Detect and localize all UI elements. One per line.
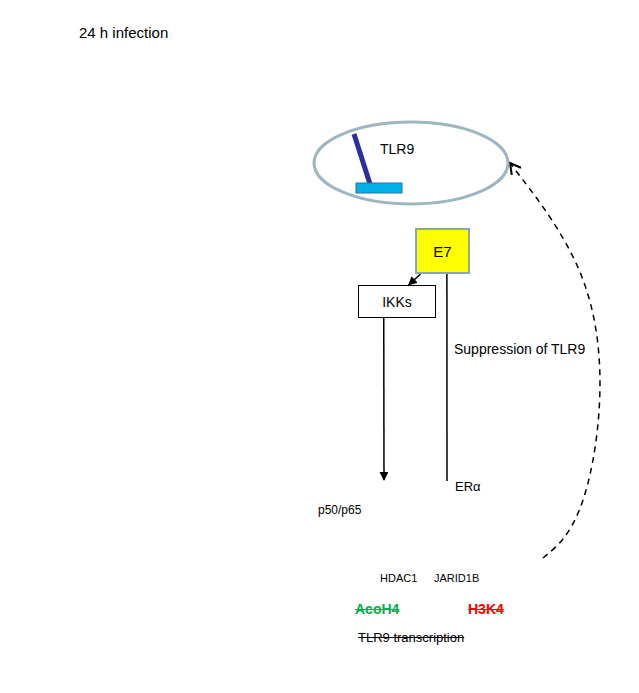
node-text: TLR9	[380, 141, 414, 157]
protein-dot	[372, 481, 384, 493]
cell-membrane-segment	[208, 469, 228, 514]
cell-membrane-segment	[244, 127, 275, 170]
protein-dot	[384, 481, 396, 493]
tlr9-domain	[356, 183, 402, 193]
cell-membrane-segment	[607, 230, 627, 275]
nucleus-text: H3K4	[468, 601, 504, 617]
cell-membrane-segment	[208, 230, 228, 275]
protein-dot	[414, 543, 426, 555]
cell-membrane-segment	[244, 574, 275, 617]
e7-box: E7	[415, 228, 470, 274]
cell-membrane-segment	[587, 175, 613, 220]
annotation-label: Suppression of TLR9	[452, 341, 587, 357]
transcription-arrowhead	[490, 549, 506, 567]
cell-membrane-segment	[561, 574, 592, 617]
cell-membrane-segment	[454, 39, 498, 66]
endosome: TLR9	[312, 120, 510, 206]
cell-membrane-segment	[561, 127, 592, 170]
cell-membrane-segment	[271, 617, 307, 657]
connector	[409, 274, 421, 285]
cell-membrane-segment	[493, 652, 534, 687]
connector	[383, 318, 385, 480]
node-text: E7	[433, 243, 451, 260]
connector	[446, 274, 448, 481]
cell-membrane-segment	[199, 350, 209, 394]
cell-membrane-segment	[200, 289, 215, 334]
nucleus: p50/p65 ERαHDAC1 JARID1B AcoH4 H3K4TLR9 tran…	[268, 428, 543, 690]
protein-dot	[426, 543, 438, 555]
cell-membrane-segment	[627, 350, 637, 394]
cell-membrane-segment	[200, 411, 215, 456]
virus-to-e7-arrow	[324, 248, 405, 266]
cell-membrane-segment	[271, 87, 307, 127]
protein-dot	[441, 543, 453, 555]
infection-arrow	[76, 75, 218, 77]
cell-membrane-segment	[415, 33, 460, 49]
infection-arrowhead	[206, 68, 219, 84]
virus-particle	[17, 12, 57, 43]
cell-membrane-segment	[587, 524, 613, 569]
cell-membrane-segment	[529, 617, 565, 657]
nucleus-text: JARID1B	[434, 572, 479, 584]
node-text: IKKs	[382, 294, 412, 310]
protein-dot	[441, 481, 453, 493]
cell-membrane-segment	[607, 469, 627, 514]
gene-promoter	[318, 540, 530, 558]
cell-membrane-segment	[302, 652, 343, 687]
nucleus-text: ERα	[455, 479, 481, 494]
cell-membrane-segment	[223, 524, 249, 569]
virus-particle	[282, 254, 322, 285]
nucleus-text: HDAC1	[380, 572, 417, 584]
cell-membrane-segment	[621, 411, 636, 456]
translocation-arrow	[388, 494, 414, 538]
nucleus-text: AcoH4	[355, 601, 399, 617]
virus-particle	[210, 112, 250, 143]
cell-membrane-segment	[493, 57, 534, 92]
cell-membrane-segment	[454, 678, 498, 693]
endosome-outline	[312, 120, 510, 206]
cell-membrane-segment	[337, 678, 381, 693]
cell-membrane-segment	[529, 87, 565, 127]
cell-membrane-segment	[302, 57, 343, 92]
cell-membrane-segment	[621, 289, 636, 334]
cell-membrane-segment	[337, 39, 381, 66]
nucleus-text: p50/p65	[318, 503, 361, 517]
virus-to-e7-arrowhead	[396, 242, 409, 255]
connector	[510, 163, 600, 558]
tlr9-receptor	[354, 134, 370, 184]
ikks-box: IKKs	[358, 285, 436, 318]
cell-membrane-segment	[376, 33, 421, 49]
nucleus-outline	[268, 428, 543, 690]
annotation-label: 24 h infection	[77, 24, 170, 41]
nucleus-text: TLR9 transcription	[358, 630, 464, 645]
virus-particle	[177, 147, 217, 178]
cell-membrane-segment	[223, 175, 249, 220]
